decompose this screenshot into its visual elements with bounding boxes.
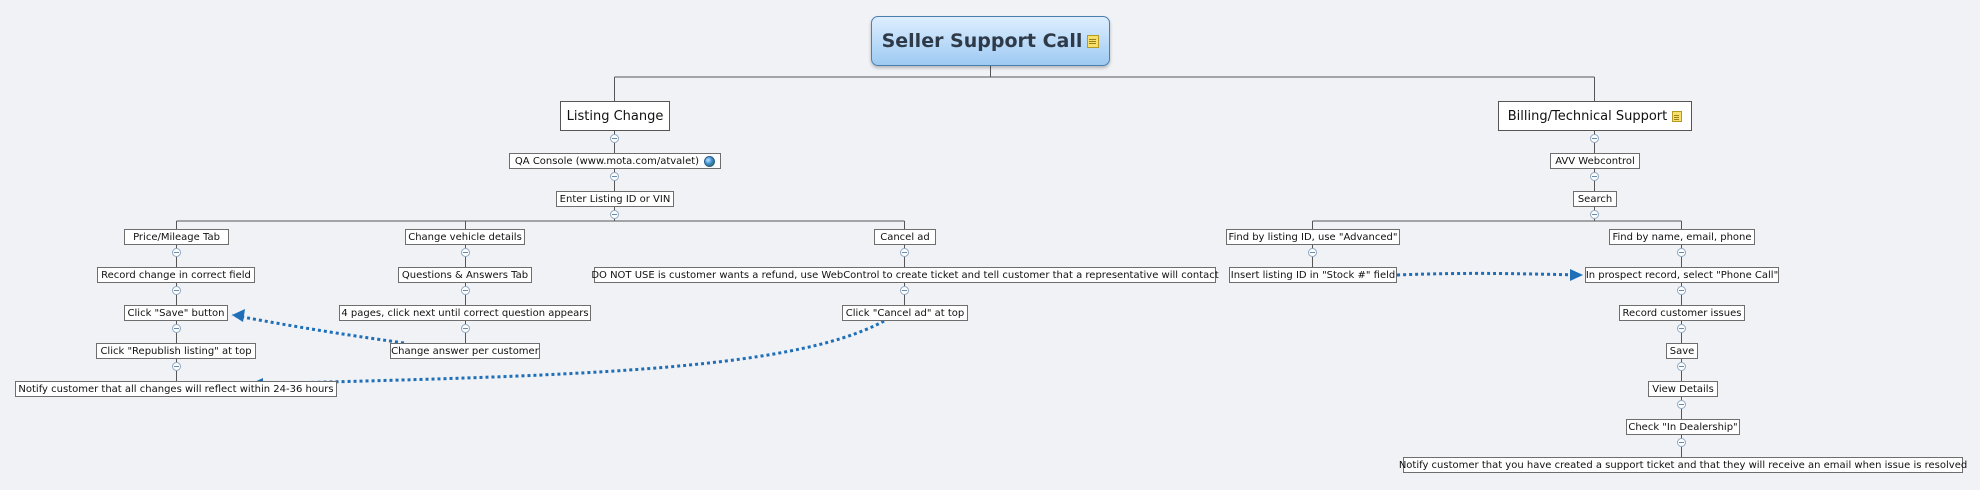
- node-label: AVV Webcontrol: [1555, 155, 1635, 167]
- collapse-toggle-icon[interactable]: [1590, 210, 1599, 219]
- node-label: Record customer issues: [1622, 307, 1742, 319]
- collapse-toggle-icon[interactable]: [610, 134, 619, 143]
- collapse-toggle-icon[interactable]: [610, 210, 619, 219]
- save-node[interactable]: Save: [1666, 343, 1698, 359]
- record-change-node[interactable]: Record change in correct field: [97, 267, 255, 283]
- branch-listing-change[interactable]: Listing Change: [560, 101, 670, 131]
- collapse-toggle-icon[interactable]: [1677, 438, 1686, 447]
- node-label: Click "Cancel ad" at top: [845, 307, 965, 319]
- node-label: Find by name, email, phone: [1612, 231, 1752, 243]
- node-label: DO NOT USE is customer wants a refund, u…: [591, 269, 1219, 281]
- find-by-name-node[interactable]: Find by name, email, phone: [1609, 229, 1755, 245]
- branch-title: Billing/Technical Support: [1507, 108, 1668, 124]
- node-label: Click "Save" button: [127, 307, 225, 319]
- prospect-record-node[interactable]: In prospect record, select "Phone Call": [1585, 267, 1779, 283]
- collapse-toggle-icon[interactable]: [172, 248, 181, 257]
- collapse-toggle-icon[interactable]: [172, 324, 181, 333]
- node-label: Find by listing ID, use "Advanced": [1228, 231, 1398, 243]
- node-label: Notify customer that you have created a …: [1398, 459, 1968, 471]
- enter-listing-id-node[interactable]: Enter Listing ID or VIN: [556, 191, 674, 207]
- collapse-toggle-icon[interactable]: [461, 286, 470, 295]
- qa-console-node[interactable]: QA Console (www.mota.com/atvalet): [509, 153, 721, 169]
- search-node[interactable]: Search: [1573, 191, 1617, 207]
- collapse-toggle-icon[interactable]: [1590, 172, 1599, 181]
- collapse-toggle-icon[interactable]: [610, 172, 619, 181]
- node-label: View Details: [1652, 383, 1714, 395]
- qa-console-label: QA Console (www.mota.com/atvalet): [514, 155, 700, 167]
- arrowhead-icon: [232, 309, 245, 322]
- collapse-toggle-icon[interactable]: [172, 286, 181, 295]
- node-label: Change vehicle details: [408, 231, 522, 243]
- node-label: Cancel ad: [880, 231, 930, 243]
- note-icon: [1087, 34, 1100, 48]
- node-label: Click "Republish listing" at top: [100, 345, 252, 357]
- collapse-toggle-icon[interactable]: [172, 362, 181, 371]
- click-save-node[interactable]: Click "Save" button: [124, 305, 228, 321]
- collapse-toggle-icon[interactable]: [1677, 324, 1686, 333]
- click-republish-node[interactable]: Click "Republish listing" at top: [96, 343, 256, 359]
- node-label: 4 pages, click next until correct questi…: [341, 307, 589, 319]
- root-title: Seller Support Call: [881, 29, 1083, 52]
- relationship-insert-id-to-prospect[interactable]: [1396, 271, 1584, 277]
- node-label: Save: [1669, 345, 1695, 357]
- do-not-use-node[interactable]: DO NOT USE is customer wants a refund, u…: [591, 267, 1219, 283]
- collapse-toggle-icon[interactable]: [1590, 134, 1599, 143]
- click-cancel-ad-node[interactable]: Click "Cancel ad" at top: [842, 305, 968, 321]
- billing-split-connector: [1312, 207, 1682, 229]
- node-label: Questions & Answers Tab: [401, 269, 529, 281]
- find-by-listing-id-node[interactable]: Find by listing ID, use "Advanced": [1226, 229, 1400, 245]
- notify-support-ticket-node[interactable]: Notify customer that you have created a …: [1399, 457, 1967, 473]
- change-vehicle-details-node[interactable]: Change vehicle details: [405, 229, 525, 245]
- view-details-node[interactable]: View Details: [1648, 381, 1718, 397]
- node-label: Insert listing ID in "Stock #" field: [1230, 269, 1396, 281]
- root-to-branches-connector: [614, 66, 1595, 101]
- collapse-toggle-icon[interactable]: [1677, 286, 1686, 295]
- node-label: Enter Listing ID or VIN: [559, 193, 671, 205]
- root-topic[interactable]: Seller Support Call: [871, 16, 1110, 66]
- price-mileage-tab-node[interactable]: Price/Mileage Tab: [124, 229, 229, 245]
- check-in-dealership-node[interactable]: Check "In Dealership": [1626, 419, 1740, 435]
- collapse-toggle-icon[interactable]: [1677, 248, 1686, 257]
- note-icon: [1672, 110, 1683, 122]
- collapse-toggle-icon[interactable]: [900, 248, 909, 257]
- node-label: In prospect record, select "Phone Call": [1585, 269, 1779, 281]
- collapse-toggle-icon[interactable]: [1677, 400, 1686, 409]
- globe-icon[interactable]: [704, 155, 716, 167]
- node-label: Change answer per customer: [391, 345, 539, 357]
- insert-listing-id-node[interactable]: Insert listing ID in "Stock #" field: [1229, 267, 1397, 283]
- branch-title: Listing Change: [566, 108, 664, 124]
- node-label: Record change in correct field: [101, 269, 251, 281]
- questions-answers-tab-node[interactable]: Questions & Answers Tab: [398, 267, 532, 283]
- node-label: Price/Mileage Tab: [133, 231, 220, 243]
- branch-billing-technical-support[interactable]: Billing/Technical Support: [1498, 101, 1692, 131]
- collapse-toggle-icon[interactable]: [900, 286, 909, 295]
- node-label: Check "In Dealership": [1628, 421, 1738, 433]
- listing-split-connector: [176, 207, 905, 229]
- arrowhead-icon: [1570, 269, 1583, 281]
- collapse-toggle-icon[interactable]: [461, 248, 470, 257]
- four-pages-node[interactable]: 4 pages, click next until correct questi…: [339, 305, 591, 321]
- record-issues-node[interactable]: Record customer issues: [1619, 305, 1745, 321]
- collapse-toggle-icon[interactable]: [1308, 248, 1317, 257]
- collapse-toggle-icon[interactable]: [461, 324, 470, 333]
- relationship-cancel-to-notify[interactable]: [249, 319, 885, 386]
- notify-changes-node[interactable]: Notify customer that all changes will re…: [15, 381, 337, 397]
- change-answer-node[interactable]: Change answer per customer: [390, 343, 540, 359]
- avv-webcontrol-node[interactable]: AVV Webcontrol: [1550, 153, 1640, 169]
- node-label: Notify customer that all changes will re…: [18, 383, 334, 395]
- node-label: Search: [1577, 193, 1613, 205]
- cancel-ad-node[interactable]: Cancel ad: [874, 229, 936, 245]
- collapse-toggle-icon[interactable]: [1677, 362, 1686, 371]
